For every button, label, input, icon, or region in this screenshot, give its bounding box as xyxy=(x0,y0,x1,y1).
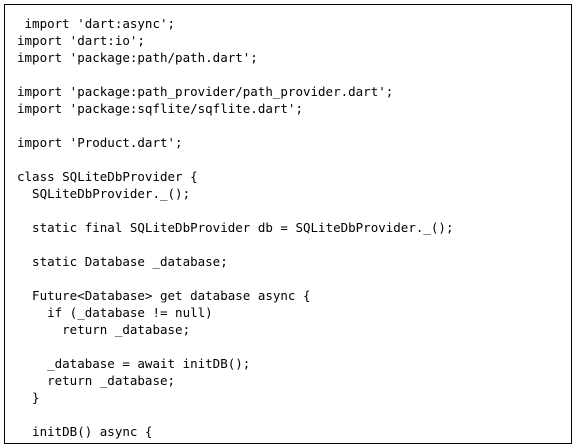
code-block: import 'dart:async'; import 'dart:io'; i… xyxy=(17,15,454,440)
code-line xyxy=(17,117,454,134)
code-line: static Database _database; xyxy=(17,254,228,269)
code-line: initDB() async { xyxy=(17,424,153,439)
code-line: _database = await initDB(); xyxy=(17,356,251,371)
code-line: if (_database != null) xyxy=(17,305,213,320)
code-line xyxy=(17,202,454,219)
code-line: SQLiteDbProvider._(); xyxy=(17,186,191,201)
code-line: static final SQLiteDbProvider db = SQLit… xyxy=(17,220,454,235)
code-line: Future<Database> get database async { xyxy=(17,288,311,303)
code-line xyxy=(17,66,454,83)
code-line xyxy=(17,270,454,287)
code-line: class SQLiteDbProvider { xyxy=(17,169,198,184)
code-snippet-frame: import 'dart:async'; import 'dart:io'; i… xyxy=(4,4,572,444)
code-line: } xyxy=(17,390,40,405)
code-line: import 'dart:async'; xyxy=(17,16,176,31)
code-line xyxy=(17,151,454,168)
code-line: return _database; xyxy=(17,322,191,337)
code-line xyxy=(17,236,454,253)
code-line xyxy=(17,338,454,355)
code-line: import 'package:path_provider/path_provi… xyxy=(17,84,394,99)
code-line: import 'package:sqflite/sqflite.dart'; xyxy=(17,101,303,116)
code-line xyxy=(17,406,454,423)
code-line: import 'dart:io'; xyxy=(17,33,145,48)
code-line: import 'package:path/path.dart'; xyxy=(17,50,258,65)
code-line: return _database; xyxy=(17,373,176,388)
code-line: import 'Product.dart'; xyxy=(17,135,183,150)
